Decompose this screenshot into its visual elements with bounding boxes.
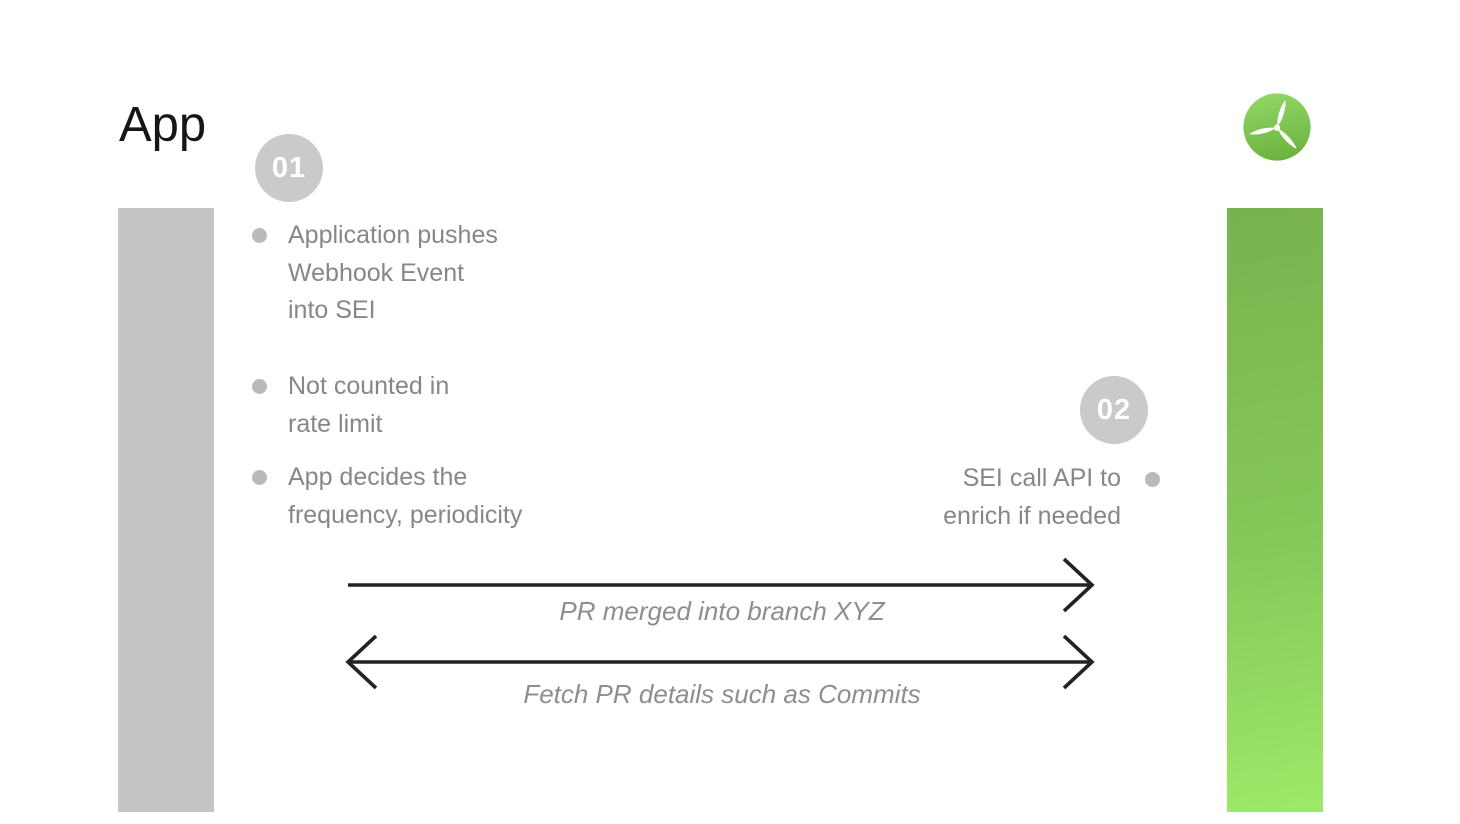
bullet-dot-icon xyxy=(252,379,267,394)
step-badge-02: 02 xyxy=(1080,376,1148,444)
arrow-label: Fetch PR details such as Commits xyxy=(523,679,921,709)
bullet-text: Application pushes Webhook Event into SE… xyxy=(288,221,498,324)
arrow-right-icon xyxy=(348,557,1095,613)
list-item: App decides the frequency, periodicity xyxy=(252,459,522,534)
bullet-text: SEI call API to enrich if needed xyxy=(943,464,1121,530)
app-lifeline-bar xyxy=(118,208,214,812)
propeller-logo-svg xyxy=(1243,93,1311,161)
step-number: 02 xyxy=(1096,393,1132,426)
step-number: 01 xyxy=(271,151,307,184)
bullet-dot-icon xyxy=(252,470,267,485)
propeller-logo-icon xyxy=(1242,92,1312,162)
bullet-dot-icon xyxy=(252,228,267,243)
step-badge-01: 01 xyxy=(255,134,323,202)
arrow-label: PR merged into branch XYZ xyxy=(559,596,885,626)
arrow-both-icon xyxy=(345,634,1095,690)
list-item: Application pushes Webhook Event into SE… xyxy=(252,217,498,330)
app-lane-title: App xyxy=(119,98,207,152)
bullet-text: Not counted in rate limit xyxy=(288,372,450,438)
bullet-text: App decides the frequency, periodicity xyxy=(288,463,523,529)
list-item: Not counted in rate limit xyxy=(252,368,449,443)
bullet-dot-icon xyxy=(1145,472,1160,487)
sei-lifeline-bar xyxy=(1227,208,1323,812)
